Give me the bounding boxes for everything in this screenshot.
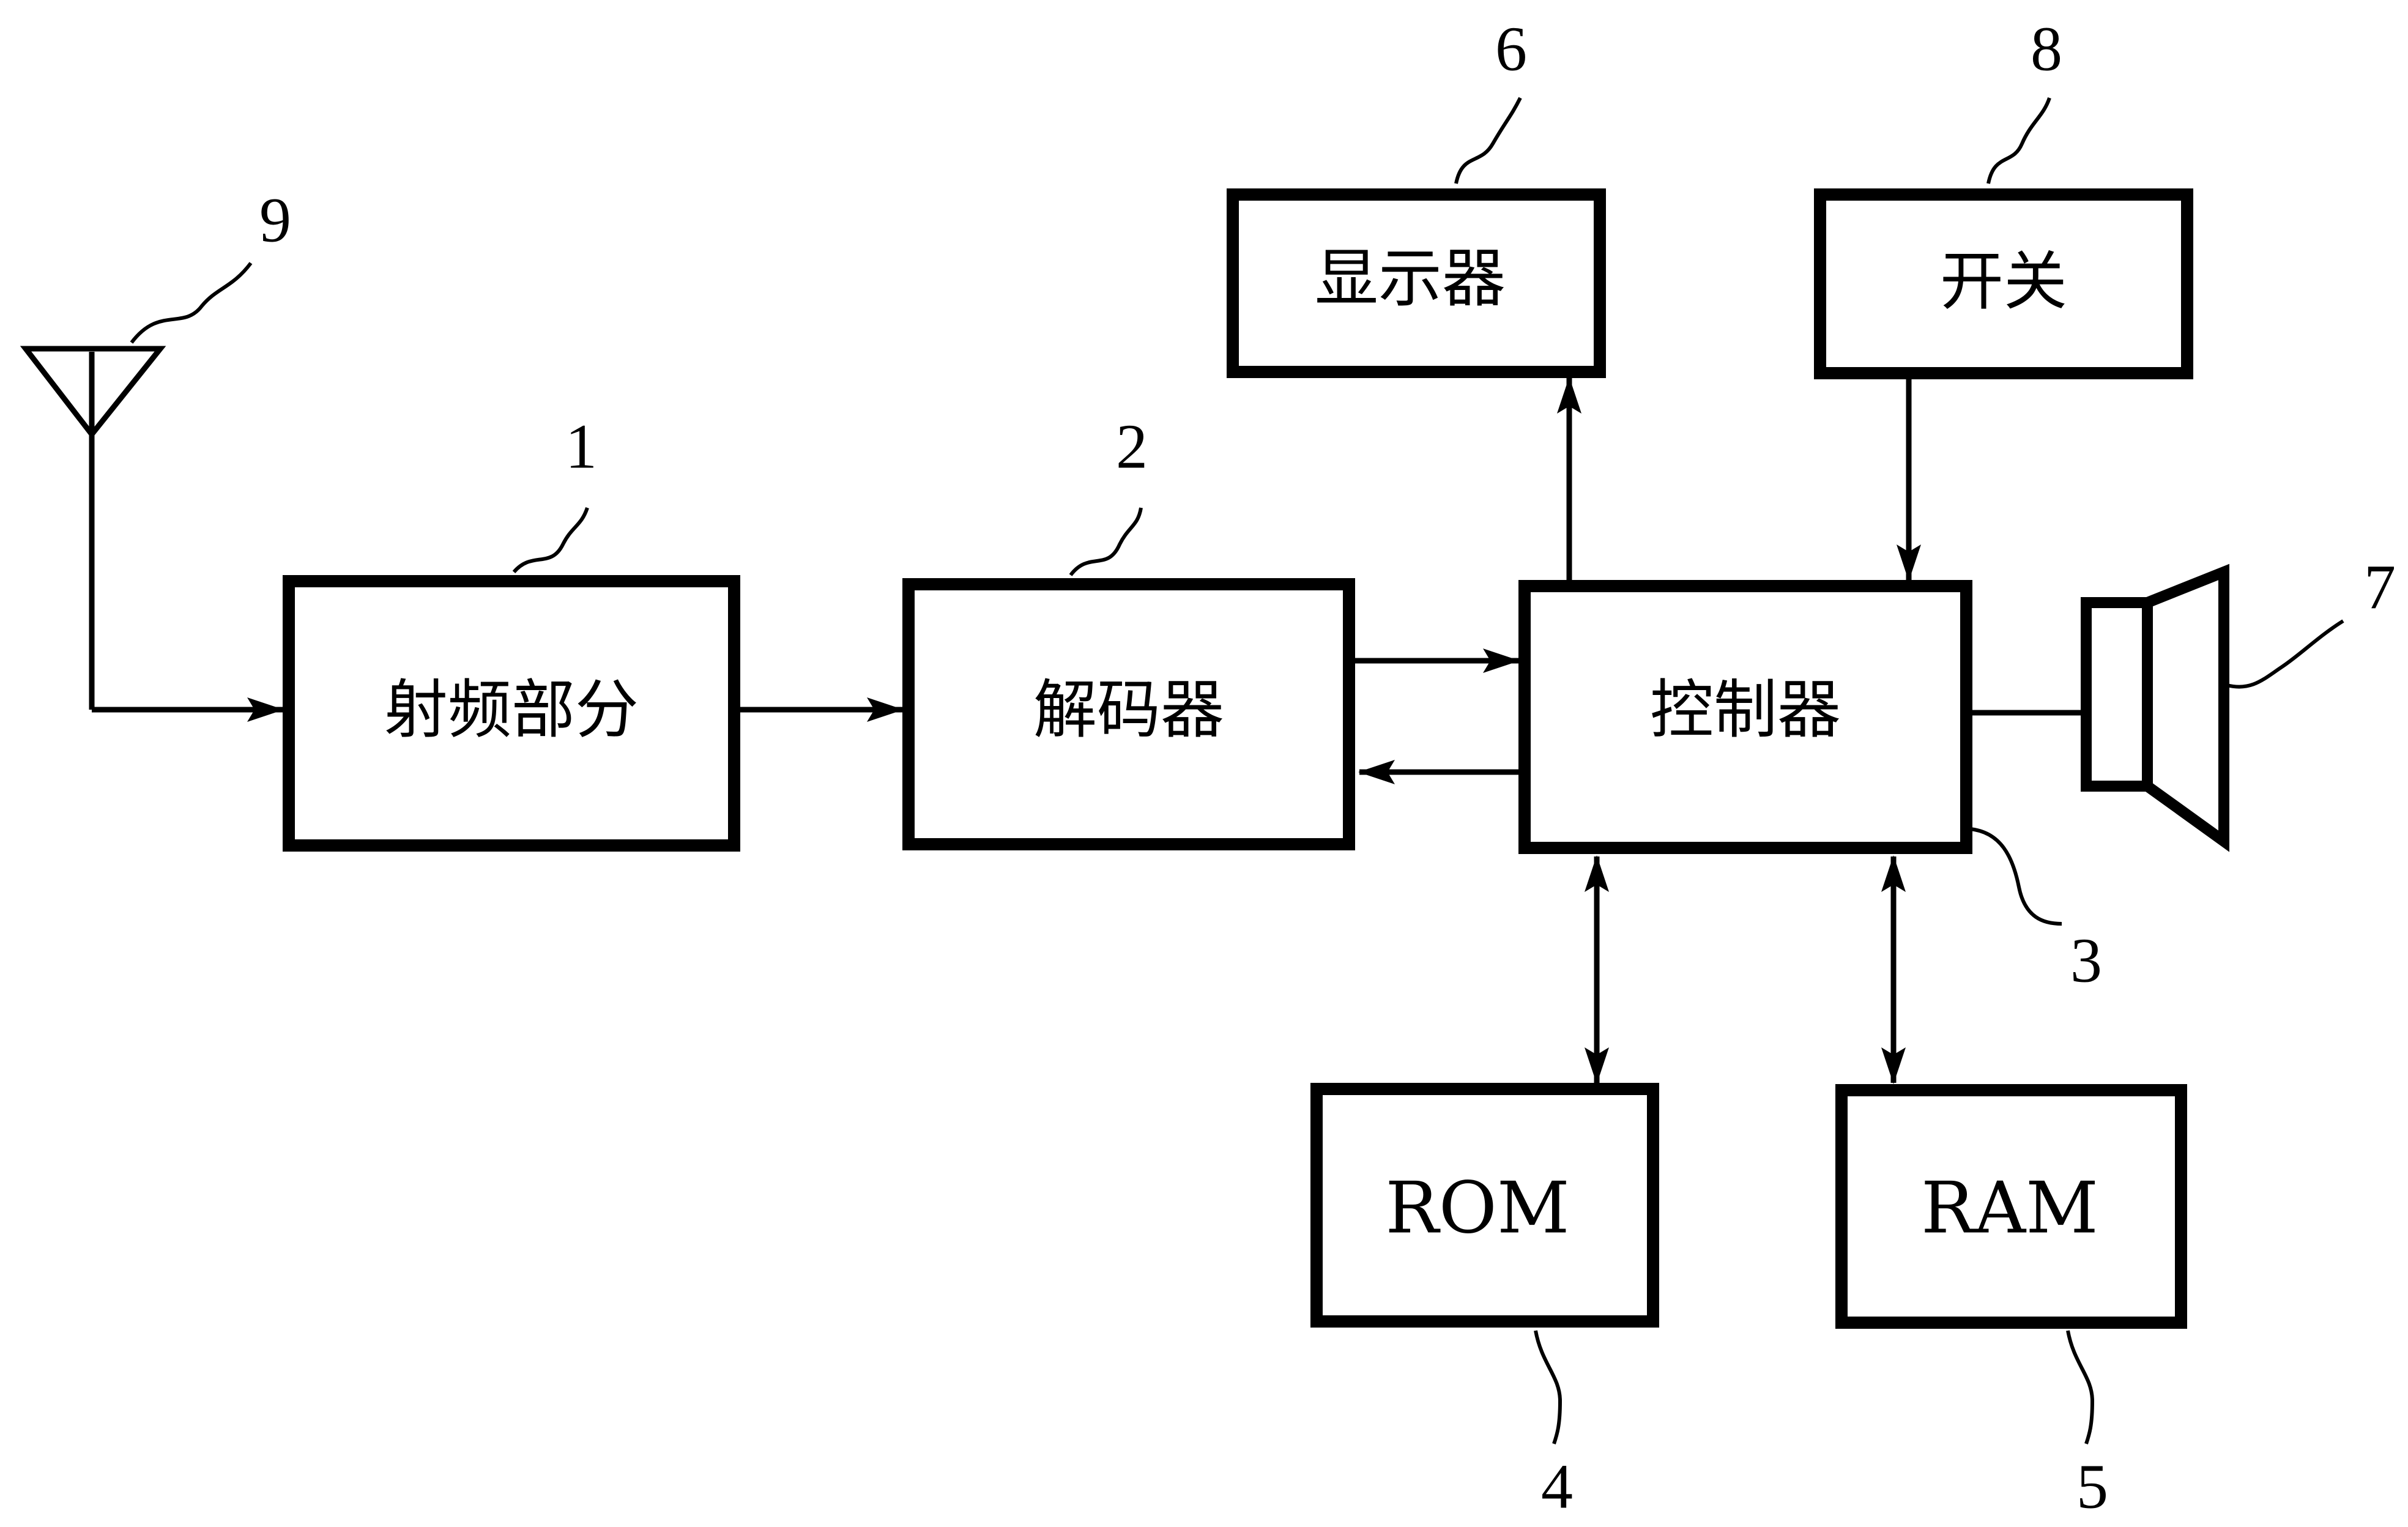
speaker-leader — [2226, 619, 2344, 689]
speaker-icon — [2081, 563, 2229, 852]
rf-block-label: 射频部分 — [384, 672, 639, 747]
display-block: 显示器 — [1227, 188, 1606, 378]
antenna — [20, 346, 166, 710]
decoder-ref-number: 2 — [1116, 412, 1148, 482]
rf-block: 射频部分 — [283, 575, 740, 852]
display-ref-number: 6 — [1495, 14, 1527, 84]
antenna-ref-number: 9 — [259, 185, 291, 256]
controller-block: 控制器 — [1518, 580, 1972, 854]
rf-ref-number: 1 — [565, 412, 597, 482]
display-leader — [1454, 97, 1522, 184]
decoder-block-label: 解码器 — [1033, 672, 1224, 747]
rf-leader — [512, 507, 589, 574]
switch-block: 开关 — [1814, 188, 2193, 379]
display-block-label: 显示器 — [1315, 241, 1506, 316]
decoder-leader — [1069, 507, 1143, 576]
switch-leader — [1986, 97, 2051, 184]
rom-leader — [1534, 1330, 1563, 1444]
antenna-leader — [130, 262, 253, 344]
antenna-icon — [20, 346, 166, 439]
rom-block-label: ROM — [1385, 1167, 1569, 1250]
controller-leader — [1969, 827, 2062, 926]
ram-ref-number: 5 — [2076, 1452, 2108, 1522]
controller-ref-number: 3 — [2070, 926, 2102, 996]
speaker-ref-number: 7 — [2364, 552, 2396, 623]
switch-block-label: 开关 — [1940, 244, 2067, 319]
rom-block: ROM — [1310, 1083, 1659, 1328]
decoder-block: 解码器 — [902, 578, 1355, 850]
switch-ref-number: 8 — [2031, 14, 2062, 84]
controller-block-label: 控制器 — [1650, 672, 1841, 747]
ram-leader — [2066, 1330, 2095, 1444]
ram-block: RAM — [1835, 1084, 2187, 1329]
ram-block-label: RAM — [1921, 1167, 2098, 1250]
rom-ref-number: 4 — [1541, 1452, 1573, 1522]
